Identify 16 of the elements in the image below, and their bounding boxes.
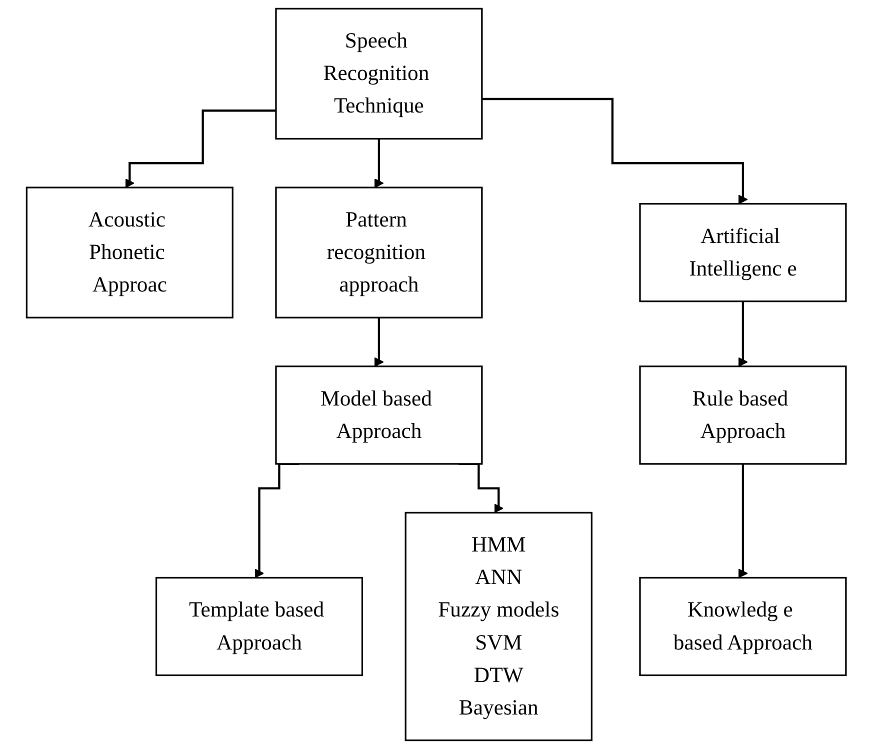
flowchart: Speech Recognition Technique Acoustic Phonetic Approac Pattern recognition approach Artificial Intelligenc e Model based Approach Rule based Approach Template based Approach HMM ANN Fuzzy models SVM DTW Bayesian Knowledg e based Approach xyxy=(18,0,854,749)
node-box xyxy=(404,512,592,742)
arrow xyxy=(482,98,748,204)
node-box xyxy=(638,202,846,302)
node-box xyxy=(638,576,846,676)
arrow xyxy=(124,110,276,188)
node-box xyxy=(638,366,846,465)
node-box xyxy=(155,576,363,676)
arrow xyxy=(374,316,384,367)
arrow xyxy=(738,300,748,367)
arrow xyxy=(374,138,384,188)
node-box xyxy=(26,186,234,318)
node-box xyxy=(274,366,482,465)
arrow xyxy=(738,462,748,578)
node-box xyxy=(274,8,482,140)
node-box xyxy=(274,186,482,318)
